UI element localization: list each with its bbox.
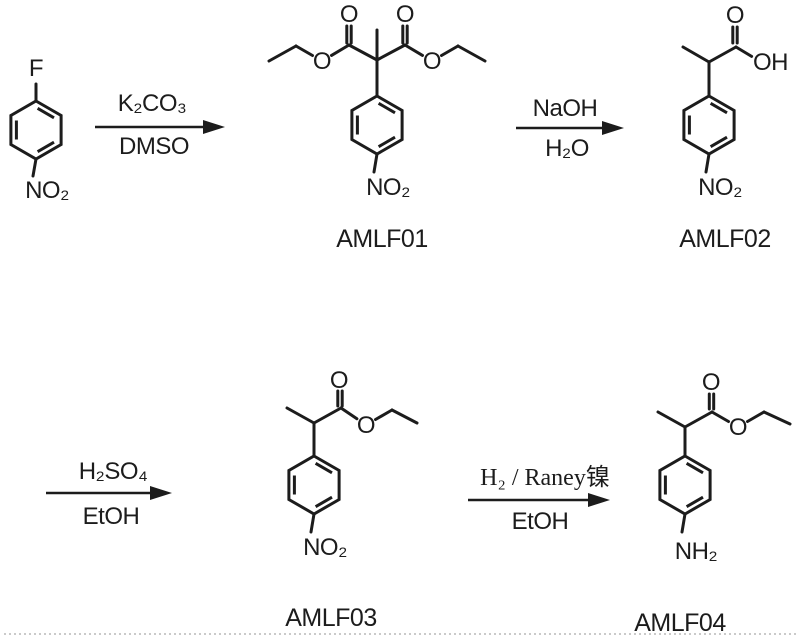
step3-reagent: H₂SO₄ — [79, 458, 148, 485]
bond-ch-carbonyl — [312, 406, 343, 425]
bond-ch-carbonyl — [683, 410, 714, 429]
ester-o: O — [357, 412, 375, 439]
bond-carbonyl-estero — [339, 406, 359, 421]
step3-solvent: EtOH — [83, 503, 140, 530]
reaction-step-3: H₂SO₄ EtOH — [46, 458, 172, 530]
bond-methyl — [285, 406, 316, 425]
compound-fluoronitrobenzene: F NO₂ — [9, 55, 70, 204]
compound-amlf02: O OH NO₂ AMLF02 — [679, 2, 788, 253]
nitro-label: NO₂ — [366, 174, 410, 201]
bond-methyl — [681, 45, 711, 64]
bond-ring-nitro — [372, 152, 379, 174]
step4-arrowhead-icon — [588, 493, 610, 507]
benzene-ring — [682, 94, 736, 156]
carbonyl-o: O — [726, 2, 744, 29]
bond-ch2-ch3 — [390, 408, 419, 425]
step4-reagent: H₂ / Raney镍 — [480, 464, 610, 491]
compound-name-amlf04: AMLF04 — [634, 609, 726, 637]
amino-label: NH₂ — [675, 538, 718, 565]
reaction-step-1: K₂CO₃ DMSO — [95, 90, 225, 160]
compound-name-amlf03: AMLF03 — [285, 604, 376, 632]
compound-amlf03: O O NO₂ AMLF03 — [285, 367, 419, 632]
bond-ch2-ch3-left — [267, 44, 298, 63]
bond-ch2-ch3-right — [456, 44, 487, 63]
carbonyl-o-left: O — [340, 1, 358, 28]
bond-o-ch2 — [746, 410, 766, 423]
nitro-label: NO₂ — [698, 174, 742, 201]
compound-amlf04: O O NH₂ AMLF04 — [634, 369, 792, 637]
bond-methyl — [656, 410, 687, 429]
reaction-step-2: NaOH H₂O — [516, 95, 624, 162]
carbonyl-o-right: O — [396, 1, 414, 28]
bond-ring-nitro — [704, 152, 711, 174]
bond-o-ch2 — [374, 408, 394, 421]
step4-solvent: EtOH — [512, 508, 569, 535]
bond-o-ch2-right — [440, 44, 460, 57]
bond-ring-amino — [680, 512, 687, 534]
step1-reagent: K₂CO₃ — [118, 90, 187, 117]
benzene-ring — [350, 94, 404, 156]
bond-ring-nitro — [31, 157, 38, 178]
benzene-ring — [287, 454, 341, 516]
bond-central-carbonyl-right — [375, 43, 407, 62]
step2-arrowhead-icon — [602, 121, 624, 135]
benzene-ring — [658, 454, 712, 516]
carbonyl-o: O — [702, 369, 720, 396]
reaction-step-4: H₂ / Raney镍 EtOH — [468, 464, 610, 535]
compound-name-amlf02: AMLF02 — [679, 225, 770, 253]
hydroxyl-label: OH — [753, 49, 788, 76]
carbonyl-o: O — [330, 367, 348, 394]
bond-carbonyl-estero-left — [330, 43, 351, 57]
step2-solvent: H₂O — [545, 135, 589, 162]
ester-o: O — [729, 414, 747, 441]
bond-carbonyl-estero — [710, 410, 730, 423]
bond-ch-carbonyl — [707, 45, 738, 64]
bond-carbonyl-estero-right — [403, 43, 424, 57]
step2-reagent: NaOH — [533, 95, 598, 122]
benzene-ring — [9, 99, 63, 161]
ester-o-right: O — [423, 48, 441, 75]
bond-o-ch2-left — [294, 44, 314, 57]
step1-arrowhead-icon — [203, 120, 225, 134]
bond-central-carbonyl-left — [347, 43, 379, 62]
fluoro-label: F — [29, 55, 43, 82]
step3-arrowhead-icon — [150, 486, 172, 500]
compound-amlf01: O O O O NO₂ AMLF01 — [267, 1, 487, 253]
nitro-label: NO₂ — [303, 534, 347, 561]
step1-solvent: DMSO — [119, 133, 189, 160]
bond-ch2-ch3 — [762, 410, 792, 426]
bond-ring-nitro — [309, 512, 316, 534]
nitro-label: NO₂ — [25, 177, 69, 204]
ester-o-left: O — [313, 48, 331, 75]
bond-carbonyl-oh — [734, 45, 754, 58]
compound-name-amlf01: AMLF01 — [336, 225, 427, 253]
